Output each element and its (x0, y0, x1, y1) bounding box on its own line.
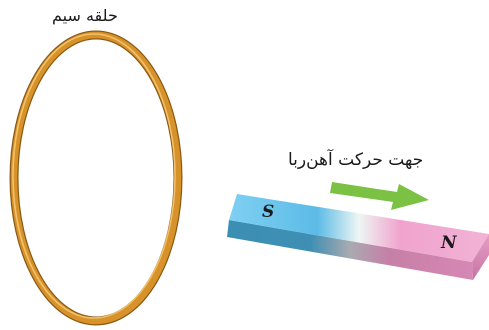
magnet-front-face (227, 220, 473, 280)
bar-magnet: S N (227, 194, 489, 280)
magnet-top-face (229, 194, 489, 262)
magnet-direction-label: جهت حرکت آهن‌ربا (288, 150, 424, 170)
direction-arrow (330, 182, 429, 210)
wire-loop-label: حلقه سیم (52, 6, 118, 25)
south-pole-label: S (262, 202, 274, 222)
north-pole-label: N (440, 233, 458, 253)
magnet-end-face (472, 234, 489, 280)
wire-loop (9, 30, 183, 326)
